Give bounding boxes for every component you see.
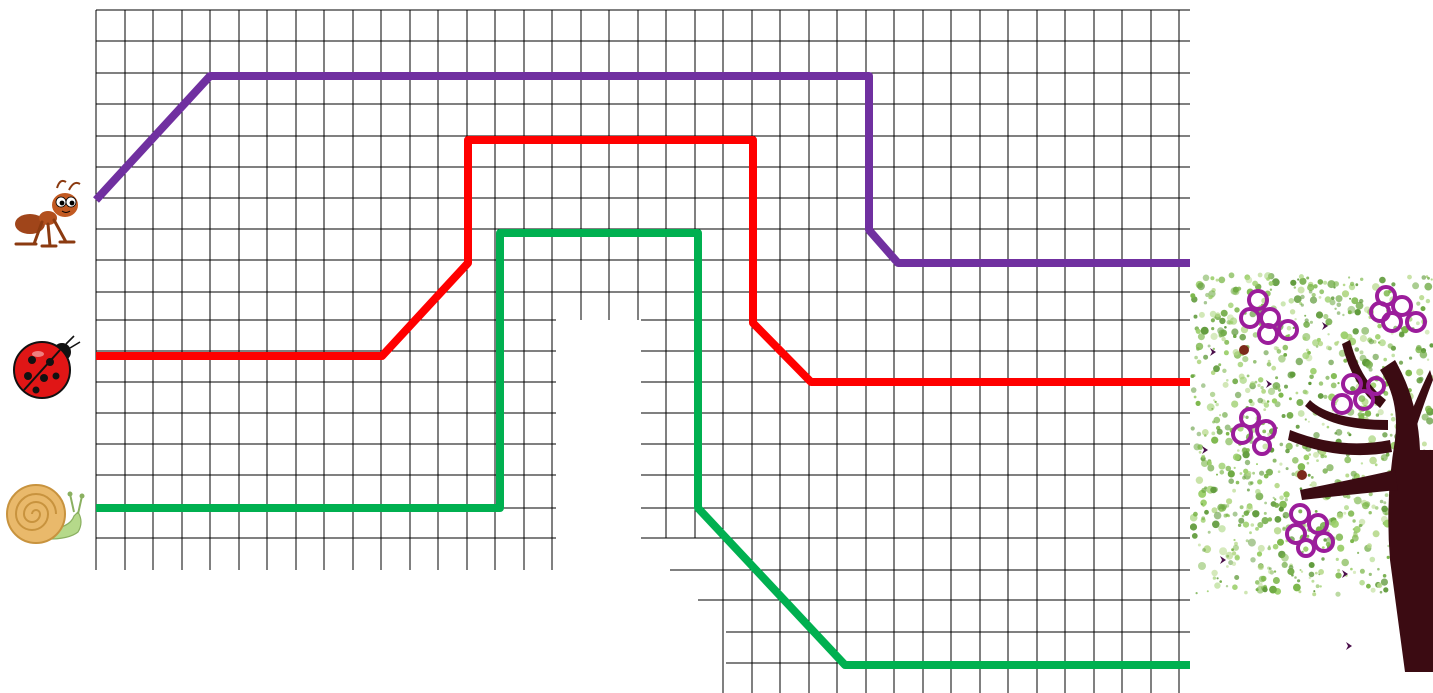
ladybug-icon (14, 336, 80, 398)
snail-icon (7, 485, 85, 543)
grid (96, 10, 1190, 693)
ant-icon (15, 181, 80, 246)
blossom-tree-icon (1190, 272, 1433, 672)
